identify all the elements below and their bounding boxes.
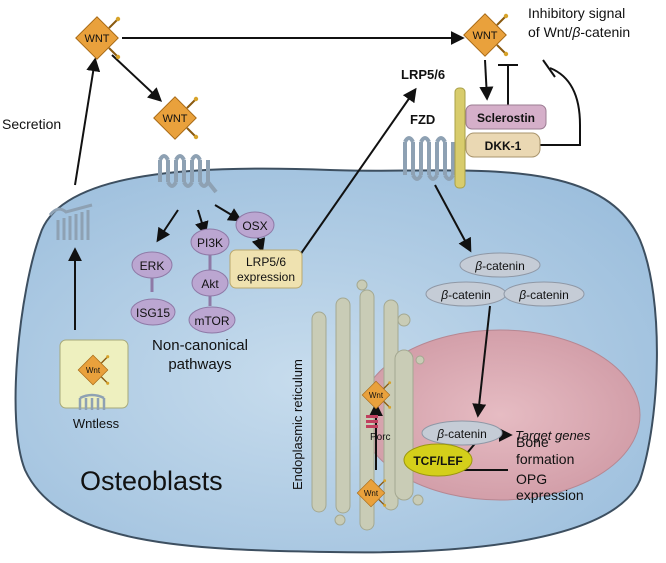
wnt-mid-label: WNT (162, 113, 187, 125)
svg-text:OSX: OSX (242, 219, 267, 233)
sclerostin-node (465, 104, 547, 130)
isg15-node: ISG15 (130, 298, 176, 326)
svg-text:β-catenin: β-catenin (474, 259, 525, 273)
wnt-wntless-label: Wnt (86, 366, 101, 375)
fzd-receptor-icon (403, 136, 455, 181)
wntless-label: Wntless (73, 416, 120, 431)
noncanonical-line1: Non-canonical (152, 337, 248, 354)
tcf-lef-node (403, 443, 473, 477)
osx-node: OSX (235, 211, 275, 239)
secretion-receptor-icon (48, 203, 93, 240)
svg-text:ERK: ERK (140, 259, 165, 273)
bone-label-line2: formation (516, 451, 574, 467)
lrp56-rod (454, 87, 466, 189)
secretion-label: Secretion (2, 116, 61, 132)
dkk1-node (465, 132, 541, 158)
svg-text:ISG15: ISG15 (136, 306, 170, 320)
inhibitory-signal-line1: Inhibitory signal (528, 5, 625, 21)
opg-label-line1: OPG (516, 471, 547, 487)
fzd-label: FZD (410, 112, 435, 127)
beta-catenin-node-2: β-catenin (425, 281, 507, 307)
target-genes-label: Target genes (515, 428, 591, 443)
svg-text:PI3K: PI3K (197, 236, 223, 250)
lrp56-expression-line2: expression (237, 270, 295, 284)
lrp56-expression-box (229, 249, 303, 289)
pi3k-node: PI3K (190, 228, 230, 256)
sclerostin-label: Sclerostin (477, 111, 535, 125)
svg-text:β-catenin: β-catenin (440, 288, 491, 302)
porc-icon (366, 415, 378, 428)
svg-text:β-catenin: β-catenin (436, 427, 487, 441)
beta-catenin-node-3: β-catenin (503, 281, 585, 307)
akt-node: Akt (191, 269, 229, 297)
mtor-node: mTOR (188, 306, 236, 334)
wnt-er-upper-label: Wnt (369, 391, 384, 400)
svg-text:β-catenin: β-catenin (518, 288, 569, 302)
osteoblasts-label: Osteoblasts (80, 466, 223, 496)
tcf-lef-label: TCF/LEF (413, 454, 462, 468)
erk-node: ERK (131, 251, 173, 279)
lrp56-label: LRP5/6 (401, 67, 445, 82)
lrp56-expression-line1: LRP5/6 (246, 255, 286, 269)
receptor-icon (158, 154, 218, 194)
opg-label-line2: expression (516, 487, 584, 503)
wnt-top-right-label: WNT (472, 30, 497, 42)
dkk1-label: DKK-1 (485, 139, 522, 153)
beta-catenin-node-1: β-catenin (459, 252, 541, 278)
endoplasmic-reticulum-label: Endoplasmic reticulum (290, 359, 305, 490)
svg-text:mTOR: mTOR (194, 314, 229, 328)
wnt-er-lower-label: Wnt (364, 489, 379, 498)
wnt-top-left-label: WNT (84, 33, 109, 45)
inhibitory-signal-line2: of Wnt/β-catenin (528, 24, 630, 40)
svg-text:Akt: Akt (201, 277, 219, 291)
porc-label: Porc (370, 432, 391, 443)
arrows (68, 31, 581, 471)
noncanonical-line2: pathways (168, 356, 231, 373)
beta-catenin-nuclear-node: β-catenin (421, 420, 503, 446)
bone-label-line1: Bone (516, 434, 549, 450)
wntless-receptor-icon (78, 393, 106, 410)
